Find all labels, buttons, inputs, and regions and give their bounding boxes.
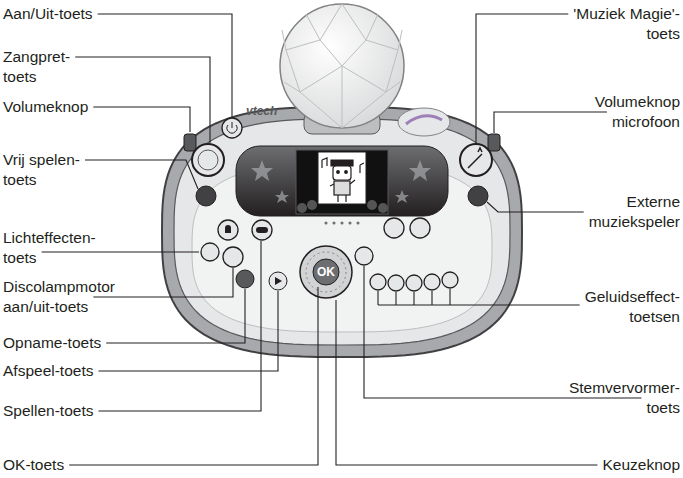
leader-line <box>476 14 568 143</box>
record-button <box>236 270 254 288</box>
ball-facets <box>282 4 402 128</box>
part-label: Zangpret- toets <box>3 47 83 87</box>
leader-line <box>98 241 261 411</box>
part-label: Discolampmotor aan/uit-toets <box>3 277 125 317</box>
magic-button <box>460 144 492 176</box>
leader-line <box>98 291 278 371</box>
indicator-dots <box>325 222 360 225</box>
part-label: Externe muziekspeler <box>580 192 680 232</box>
leader-line <box>98 14 232 117</box>
screen <box>296 150 388 214</box>
sing-button-ring <box>198 150 218 170</box>
part-label: Keuzeknop <box>602 455 680 475</box>
singer-panel <box>318 152 366 204</box>
selector-dial <box>300 246 352 298</box>
ok-button <box>313 259 339 285</box>
part-label: 'Muziek Magie'- toets <box>564 4 680 44</box>
part-label: Lichteffecten- toets <box>3 228 109 268</box>
logo-swoosh <box>406 116 442 124</box>
part-label: Geluidseffect- toetsen <box>574 287 680 327</box>
superstar-logo <box>398 108 450 136</box>
leader-line <box>69 287 318 465</box>
gamepad-symbol <box>256 227 268 233</box>
part-label: Aan/Uit-toets <box>3 4 93 24</box>
bulb-symbol <box>225 225 231 233</box>
part-label: Afspeel-toets <box>3 361 93 381</box>
device-shell <box>162 107 522 357</box>
screen-band <box>236 146 448 216</box>
leader-lines <box>378 289 450 305</box>
part-label: Vrij spelen- toets <box>3 150 91 190</box>
sing-button <box>192 144 224 176</box>
part-label: Volumeknop <box>3 97 88 117</box>
part-label: Volumeknop microfoon <box>584 92 680 132</box>
leader-line <box>42 251 199 252</box>
leader-line <box>85 160 198 189</box>
wand-symbol <box>468 148 482 168</box>
part-label: Stemvervormer- toets <box>560 378 680 418</box>
leader-line <box>494 112 607 133</box>
leader-line <box>378 304 580 305</box>
dial-ring <box>306 252 346 292</box>
power-symbol <box>227 122 237 133</box>
power-button <box>222 118 242 138</box>
mic-volume-knob <box>488 134 500 151</box>
play-symbol <box>275 277 282 285</box>
top-panel <box>174 119 510 345</box>
leader-line <box>487 202 584 212</box>
button-label: OK <box>317 265 335 279</box>
outer-rim <box>162 107 522 357</box>
leader-line <box>93 107 190 132</box>
brand-logo: vtech <box>246 104 277 118</box>
leader-line <box>106 289 245 343</box>
disco-ball <box>280 4 404 128</box>
play-button <box>269 272 287 290</box>
part-label: Spellen-toets <box>3 401 93 421</box>
part-label: OK-toets <box>3 455 64 475</box>
leader-line <box>75 57 210 143</box>
leader-line <box>364 266 641 398</box>
singer-figure <box>322 158 364 202</box>
volume-knob <box>184 134 196 151</box>
free-play-knob <box>196 186 216 206</box>
leader-line <box>336 300 597 465</box>
aux-knob <box>468 186 488 206</box>
part-label: Opname-toets <box>3 333 101 353</box>
